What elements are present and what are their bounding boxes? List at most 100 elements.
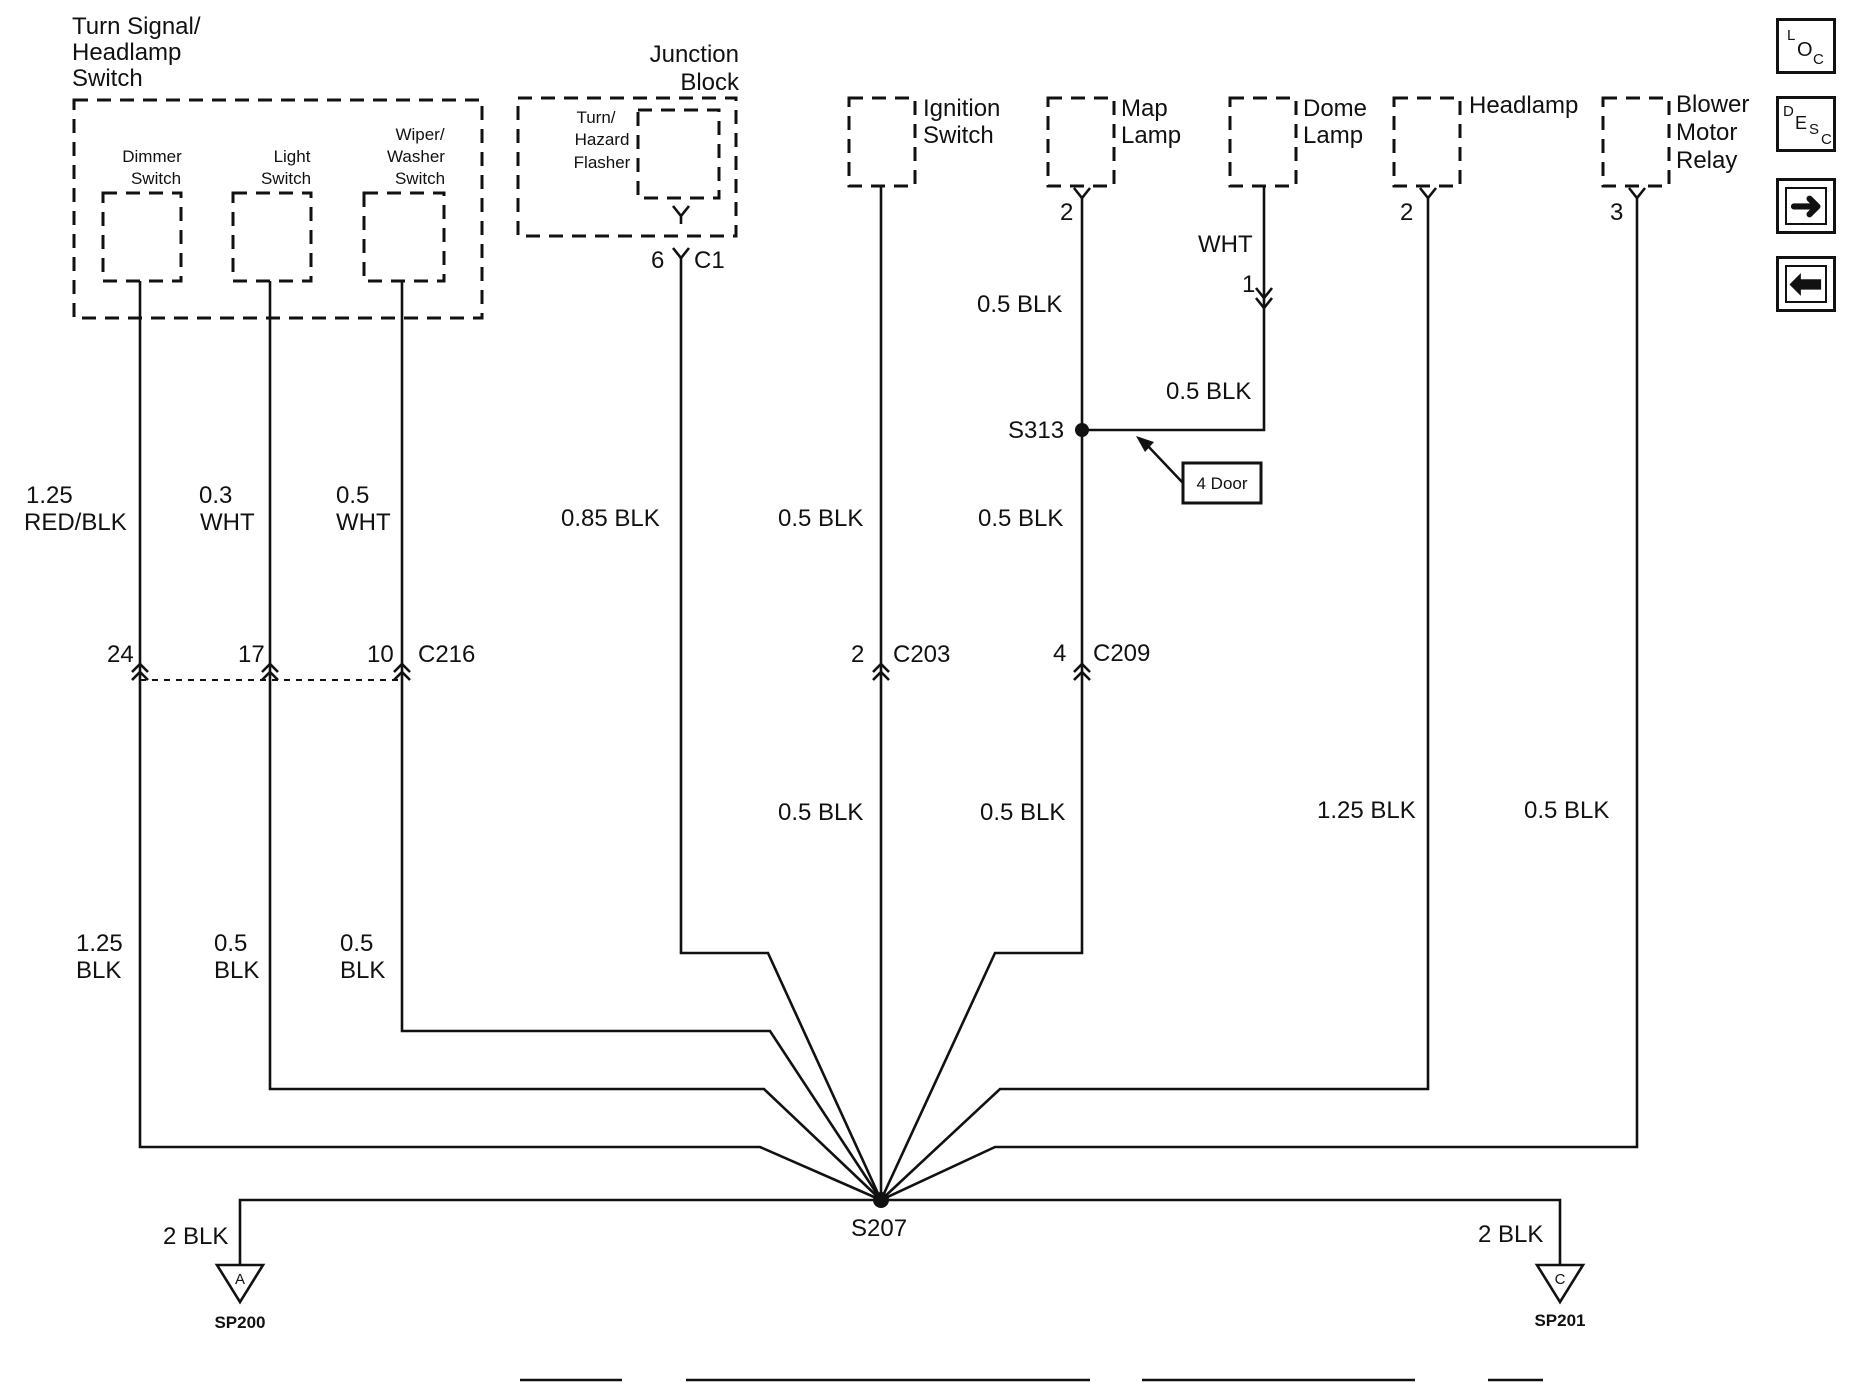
- four-door-label: 4 Door: [1196, 474, 1247, 493]
- flasher-wire-label: 0.85 BLK: [561, 505, 660, 532]
- flasher-terminal: [671, 205, 691, 224]
- four-door-arrow: [1145, 443, 1184, 484]
- headlamp: Headlamp: [1392, 92, 1578, 188]
- ground-c-wire-label: 2 BLK: [1478, 1221, 1543, 1248]
- left-arrow-icon: ⬅: [1779, 259, 1833, 309]
- ground-a-wire-label: 2 BLK: [163, 1223, 228, 1250]
- junction-block-label-1: Junction: [650, 41, 739, 68]
- right-arrow-icon: ➜: [1779, 181, 1833, 231]
- headlamp-wire: [880, 198, 1430, 1201]
- ground-sp200-name: SP200: [214, 1313, 265, 1332]
- dimmer-lower-color: BLK: [76, 957, 121, 984]
- dome-top-label: WHT: [1198, 231, 1253, 258]
- four-door-arrowhead: [1136, 436, 1154, 452]
- map-lower-label: 0.5 BLK: [980, 799, 1065, 826]
- ignition-switch-label-1: Ignition: [923, 95, 1000, 122]
- wire-labels: 1.25 RED/BLK 0.3 WHT 0.5 WHT 1.25 BLK 0.…: [24, 231, 1609, 1250]
- map-lamp-terminal: [1072, 187, 1092, 201]
- four-door-box: [1181, 461, 1263, 505]
- previous-page-button[interactable]: ⬅: [1776, 256, 1836, 312]
- dimmer-switch-label-2: Switch: [131, 169, 181, 188]
- dome-lamp-box: [1228, 96, 1298, 188]
- map-lamp: Map Lamp: [1046, 95, 1181, 188]
- junction-block-outline: [516, 96, 738, 238]
- c203-pin: 2: [851, 641, 864, 668]
- flasher-label-1: Turn/: [576, 108, 615, 127]
- loc-letter-c: C: [1813, 51, 1824, 68]
- next-page-button[interactable]: ➜: [1776, 178, 1836, 234]
- s207-splice: [873, 1192, 889, 1208]
- junction-block: Junction Block Turn/ Hazard Flasher: [516, 41, 740, 238]
- headlamp-label: Headlamp: [1469, 92, 1578, 119]
- c216-pin-24: 24: [107, 641, 134, 668]
- dimmer-switch-box: [101, 191, 183, 283]
- light-lower-gauge: 0.5: [214, 930, 247, 957]
- map-lamp-box: [1046, 96, 1116, 188]
- desc-letter-e: E: [1795, 113, 1808, 133]
- ground-sp201-name: SP201: [1534, 1311, 1585, 1330]
- map-lamp-pin: 2: [1060, 199, 1073, 226]
- map-mid-label: 0.5 BLK: [978, 505, 1063, 532]
- ground-sp200-letter: A: [235, 1271, 245, 1288]
- ignition-switch: Ignition Switch: [847, 95, 1000, 188]
- flasher-label-2: Hazard: [575, 130, 630, 149]
- ignition-upper-label: 0.5 BLK: [778, 505, 863, 532]
- four-door-note: 4 Door: [1136, 436, 1263, 505]
- wiper-switch-label-2: Washer: [387, 147, 445, 166]
- s207-label: S207: [851, 1215, 907, 1242]
- light-upper-color: WHT: [200, 509, 255, 536]
- loc-letter-l: L: [1787, 27, 1796, 44]
- wiper-lower-color: BLK: [340, 957, 385, 984]
- headlamp-wire-label: 1.25 BLK: [1317, 797, 1416, 824]
- turn-signal-headlamp-switch: Turn Signal/ Headlamp Switch Dimmer Swit…: [72, 13, 484, 320]
- description-button[interactable]: D E S C: [1776, 96, 1836, 152]
- c216-label: C216: [418, 641, 475, 668]
- wiper-switch-label-1: Wiper/: [395, 125, 444, 144]
- c209-pin: 4: [1053, 640, 1066, 667]
- wiper-switch-label-3: Switch: [395, 169, 445, 188]
- ground-sp200: A SP200: [214, 1263, 266, 1332]
- map-lamp-wire: [879, 198, 1084, 1201]
- dome-lamp-label-2: Lamp: [1303, 122, 1363, 149]
- blower-motor-relay: Blower Motor Relay: [1601, 91, 1749, 188]
- ground-sp201-letter: C: [1555, 1271, 1566, 1288]
- terminal-symbols: [131, 187, 1647, 681]
- blower-relay-label-2: Motor: [1676, 119, 1737, 146]
- c209-label: C209: [1093, 640, 1150, 667]
- light-wire: [268, 281, 882, 1201]
- dome-mid-label: 0.5 BLK: [1166, 378, 1251, 405]
- ground-sp200-symbol: [214, 1263, 266, 1305]
- flasher-label-3: Flasher: [574, 153, 631, 172]
- pin-labels: 6 2 1 2 3 24 17 10 2 4: [107, 199, 1623, 668]
- location-button[interactable]: L O C: [1776, 18, 1836, 74]
- ignition-switch-label-2: Switch: [923, 122, 994, 149]
- c216-pin-10: 10: [367, 641, 394, 668]
- c216-pin-17: 17: [238, 641, 265, 668]
- headlamp-terminal: [1418, 187, 1438, 201]
- desc-letter-c: C: [1821, 131, 1832, 148]
- connector-labels: C1 C216 C203 C209: [418, 247, 1150, 668]
- c203-label: C203: [893, 641, 950, 668]
- s313-label: S313: [1008, 417, 1064, 444]
- dome-lamp: Dome Lamp: [1228, 95, 1367, 188]
- blower-relay-pin: 3: [1610, 199, 1623, 226]
- dimmer-lower-gauge: 1.25: [76, 930, 123, 957]
- dimmer-upper-gauge: 1.25: [26, 482, 73, 509]
- junction-block-label-2: Block: [680, 69, 740, 96]
- desc-letter-d: D: [1783, 103, 1794, 120]
- map-lamp-label-1: Map: [1121, 95, 1168, 122]
- light-switch-label-1: Light: [274, 147, 311, 166]
- headlamp-box: [1392, 96, 1462, 188]
- wiper-lower-gauge: 0.5: [340, 930, 373, 957]
- dome-lamp-label-1: Dome: [1303, 95, 1367, 122]
- wiper-switch-box: [362, 191, 446, 283]
- wiper-upper-color: WHT: [336, 509, 391, 536]
- ignition-lower-label: 0.5 BLK: [778, 799, 863, 826]
- blower-relay-label-1: Blower: [1676, 91, 1749, 118]
- turn-signal-switch-label-3: Switch: [72, 65, 143, 92]
- light-switch-box: [231, 191, 313, 283]
- light-switch-label-2: Switch: [261, 169, 311, 188]
- ground-sp201: C SP201: [1534, 1263, 1586, 1330]
- flasher-wire: [679, 258, 883, 1201]
